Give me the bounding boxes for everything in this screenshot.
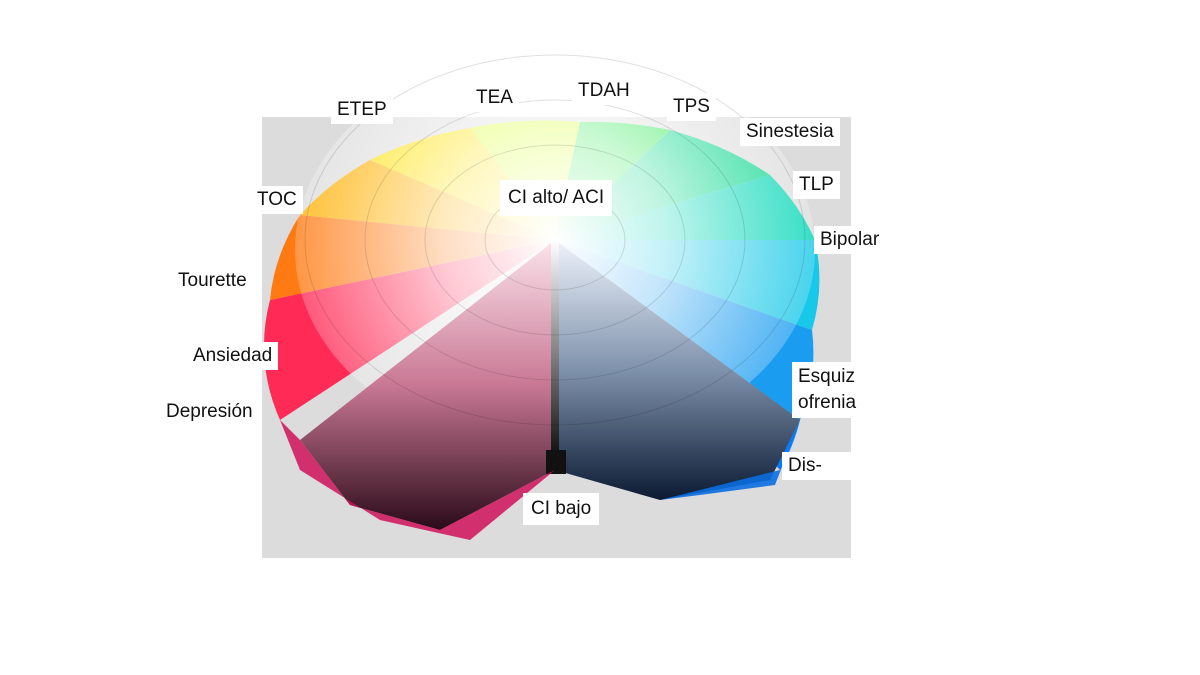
right-cut-face <box>555 240 800 500</box>
label-bipolar: Bipolar <box>814 226 886 254</box>
black-base <box>546 450 566 474</box>
label-tourette: Tourette <box>172 267 253 295</box>
label-etep: ETEP <box>331 96 393 124</box>
label-esquizofrenia: Esquiz ofrenia <box>792 362 874 418</box>
label-dis: Dis- <box>782 452 854 480</box>
label-tps: TPS <box>667 93 716 121</box>
gray-axis <box>551 240 559 470</box>
label-depresion: Depresión <box>160 398 259 426</box>
label-ansiedad: Ansiedad <box>187 342 279 370</box>
left-cut-face <box>300 240 555 530</box>
label-sinestesia: Sinestesia <box>740 118 840 146</box>
label-ci-alto-aci: CI alto/ ACI <box>500 180 613 216</box>
label-tea: TEA <box>470 84 519 112</box>
label-tdah: TDAH <box>572 77 636 105</box>
label-tlp: TLP <box>793 171 840 199</box>
label-ci-bajo: CI bajo <box>523 493 600 525</box>
label-toc: TOC <box>251 186 303 214</box>
